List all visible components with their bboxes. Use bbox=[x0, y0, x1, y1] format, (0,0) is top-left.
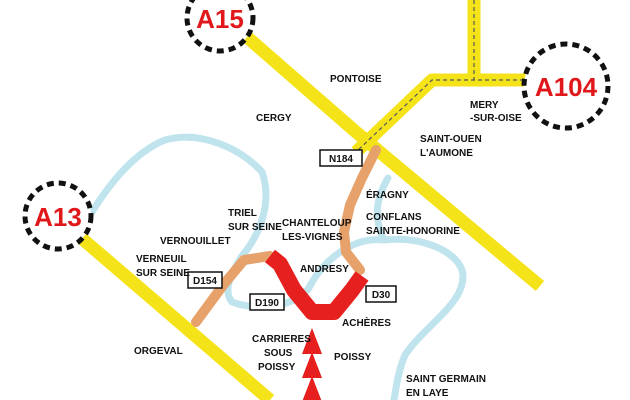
shield-d154-box bbox=[187, 271, 223, 289]
badge-a13-circle bbox=[22, 180, 94, 252]
label-conflans: CONFLANS SAINTE-HONORINE bbox=[366, 212, 460, 237]
road-d154 bbox=[191, 251, 275, 327]
label-conflans-line2: SAINTE-HONORINE bbox=[366, 226, 460, 237]
label-orgeval: ORGEVAL bbox=[134, 346, 183, 357]
badge-a104: A104 bbox=[521, 41, 611, 131]
shield-d30: D30 bbox=[365, 285, 397, 303]
arrow-up-1 bbox=[302, 328, 322, 354]
label-mery-line1: MERY bbox=[470, 100, 499, 111]
motorway-a15 bbox=[227, 19, 545, 291]
label-carrieres-line2: SOUS bbox=[264, 348, 293, 359]
label-saint-ouen-line1: SAINT-OUEN bbox=[420, 134, 482, 145]
motorway-a13 bbox=[67, 225, 275, 400]
label-carrieres: CARRIERES SOUS POISSY bbox=[252, 334, 314, 373]
motorway-centerlines bbox=[355, 0, 524, 153]
river-seine-east bbox=[380, 235, 467, 400]
badge-a104-text: A104 bbox=[535, 72, 598, 102]
label-verneuil: VERNEUIL SUR SEINE bbox=[136, 254, 190, 279]
label-mery-line2: -SUR-OISE bbox=[470, 113, 522, 124]
shield-n184-box bbox=[319, 149, 363, 167]
shield-n184-text: N184 bbox=[329, 154, 353, 165]
shield-d190-text: D190 bbox=[255, 298, 279, 309]
badge-a15-text: A15 bbox=[196, 4, 244, 34]
label-triel: TRIEL SUR SEINE bbox=[228, 208, 282, 233]
shield-d30-text: D30 bbox=[372, 290, 391, 301]
river-oise-seine-west bbox=[88, 133, 388, 311]
label-chanteloup-line1: CHANTELOUP bbox=[282, 218, 352, 229]
label-pontoise: PONTOISE bbox=[330, 74, 382, 85]
shield-d190-box bbox=[249, 293, 285, 311]
river-oise-north bbox=[373, 174, 392, 244]
arrow-up-2 bbox=[302, 352, 322, 378]
label-carrieres-line3: POISSY bbox=[258, 362, 296, 373]
shield-d154: D154 bbox=[187, 271, 223, 289]
label-mery: MERY -SUR-OISE bbox=[470, 100, 522, 124]
badge-a15-circle bbox=[184, 0, 256, 54]
river-layer bbox=[88, 133, 467, 400]
label-acheres: ACHÈRES bbox=[342, 316, 391, 329]
label-verneuil-line2: SUR SEINE bbox=[136, 268, 190, 279]
road-n184 bbox=[339, 145, 381, 275]
label-chanteloup: CHANTELOUP LES-VIGNES bbox=[282, 218, 354, 243]
badge-a15: A15 bbox=[184, 0, 256, 54]
direction-arrows bbox=[302, 328, 322, 400]
label-vernouillet: VERNOUILLET bbox=[160, 236, 231, 247]
label-carrieres-line1: CARRIERES bbox=[252, 334, 311, 345]
shield-d154-text: D154 bbox=[193, 276, 217, 287]
label-andresy: ANDRESY bbox=[300, 264, 349, 275]
badge-a13: A13 bbox=[22, 180, 94, 252]
label-eragny: ÉRAGNY bbox=[366, 188, 409, 201]
label-saint-germain: SAINT GERMAIN EN LAYE bbox=[406, 374, 489, 399]
label-saint-ouen-line2: L'AUMONE bbox=[420, 148, 473, 159]
departmental-layer bbox=[191, 145, 381, 327]
a104-centerline bbox=[355, 79, 524, 153]
badge-a13-text: A13 bbox=[34, 202, 82, 232]
label-chanteloup-line2: LES-VIGNES bbox=[282, 232, 343, 243]
label-conflans-line1: CONFLANS bbox=[366, 212, 422, 223]
label-poissy: POISSY bbox=[334, 352, 372, 363]
label-verneuil-line1: VERNEUIL bbox=[136, 254, 186, 265]
label-cergy: CERGY bbox=[256, 113, 292, 124]
project-road bbox=[265, 249, 369, 320]
arrow-up-3 bbox=[302, 376, 322, 400]
label-saint-ouen: SAINT-OUEN L'AUMONE bbox=[420, 134, 484, 159]
shield-n184: N184 bbox=[319, 149, 363, 167]
label-saint-germain-line1: SAINT GERMAIN bbox=[406, 374, 486, 385]
shield-d30-box bbox=[365, 285, 397, 303]
badge-a104-circle bbox=[521, 41, 611, 131]
label-triel-line2: SUR SEINE bbox=[228, 222, 282, 233]
label-saint-germain-line2: EN LAYE bbox=[406, 388, 449, 399]
label-triel-line1: TRIEL bbox=[228, 208, 257, 219]
shield-d190: D190 bbox=[249, 293, 285, 311]
